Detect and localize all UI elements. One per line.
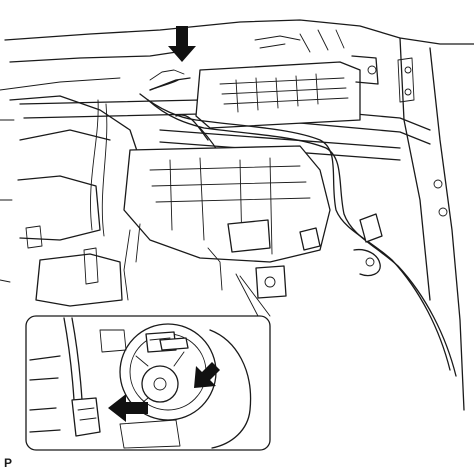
left-panel <box>0 95 141 307</box>
top-arrow-icon <box>168 26 196 62</box>
wire-harness <box>139 69 457 377</box>
heater-unit <box>195 55 379 129</box>
inset-arrow-left-icon <box>108 394 148 422</box>
blower-housing <box>123 145 381 301</box>
inset-detail <box>25 315 271 451</box>
reference-code-label: P <box>4 456 13 470</box>
dashboard-frame <box>0 19 474 411</box>
callout-leader <box>235 273 271 317</box>
inset-arrow-right-icon <box>194 362 220 388</box>
